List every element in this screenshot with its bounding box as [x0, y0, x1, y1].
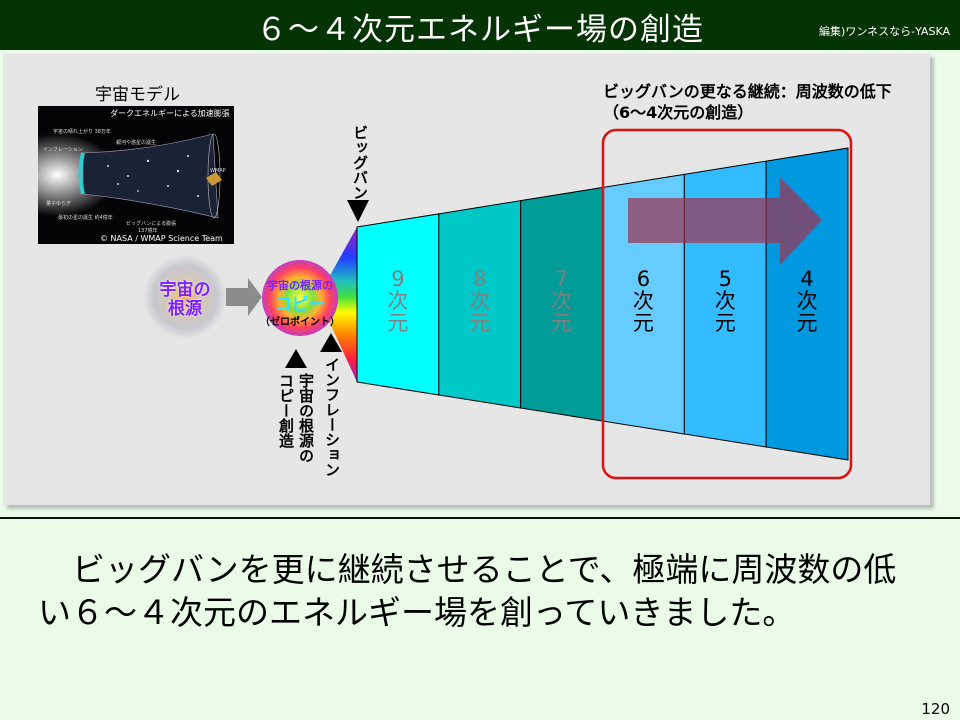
arrow-right-icon: [226, 278, 262, 316]
inflation-label: インフレーション: [323, 357, 341, 477]
photo-label: インフレーション: [43, 147, 83, 153]
dimension-unit: 次: [632, 289, 654, 313]
dimension-number: 7: [554, 267, 569, 291]
copy-sphere-bottom: （ゼロポイント）: [260, 317, 340, 328]
origin-sphere: [143, 255, 227, 339]
photo-label: 宇宙の晴れ上がり 38万年: [53, 129, 111, 135]
frequency-arrow-icon: [628, 177, 822, 265]
origin-sphere-label: 宇宙の 根源: [150, 281, 220, 319]
dimension-number: 5: [718, 267, 732, 291]
origin-line2: 根源: [168, 299, 202, 319]
photo-label: WMAP: [210, 168, 226, 174]
divider-line: [0, 517, 960, 519]
highlight-box: [601, 128, 853, 480]
copy-sphere: [262, 260, 338, 336]
dimension-unit: 元: [632, 311, 654, 335]
copy-sphere-main: コピー: [274, 295, 326, 315]
dimension-number: 8: [473, 267, 487, 291]
credit-text: 編集)ワンネスなら-YASKA: [819, 25, 950, 38]
copy-creation-label-1: 宇宙の根源の: [297, 373, 315, 463]
dimension-unit: 元: [469, 311, 491, 335]
dimension-number: 4: [800, 267, 814, 291]
continuation-subtitle: （6～4次元の創造）: [603, 103, 754, 122]
dimension-unit: 元: [714, 311, 736, 335]
copy-sphere-top: 宇宙の根源の: [267, 279, 333, 292]
big-bang-label: ビッグバン: [351, 125, 369, 200]
page-number: 120: [921, 700, 950, 718]
copy-marker-icon: [285, 349, 307, 368]
inflation-fan: [318, 227, 357, 382]
continuation-title: ビッグバンの更なる継続：周波数の低下: [603, 82, 892, 101]
big-bang-marker-icon: [347, 200, 369, 222]
universe-model-image: 宇宙の晴れ上がり 38万年 インフレーション 量子ゆらぎ 最初の星の誕生 約4億…: [38, 106, 234, 244]
dimension-unit: 次: [714, 289, 736, 313]
body-text: ビッグバンを更に継続させることで、極端に周波数の低い６～４次元のエネルギー場を創…: [38, 550, 897, 632]
slide-title: ６～４次元エネルギー場の創造: [256, 12, 704, 48]
dimension-unit: 元: [387, 311, 409, 335]
dimension-unit: 次: [469, 289, 491, 313]
dimension-unit: 次: [796, 289, 818, 313]
universe-model-label: 宇宙モデル: [95, 85, 180, 105]
photo-label: 銀河や惑星の誕生: [116, 140, 157, 146]
dimension-unit: 元: [551, 311, 573, 335]
dimension-unit: 元: [796, 311, 818, 335]
photo-label: © NASA / WMAP Science Team: [100, 234, 223, 243]
photo-label: 量子ゆらぎ: [46, 201, 72, 207]
dimension-unit: 次: [551, 289, 573, 313]
copy-creation-label-2: コピー創造: [277, 373, 295, 448]
title-bar: ６～４次元エネルギー場の創造 編集)ワンネスなら-YASKA: [0, 0, 960, 50]
photo-label: ダークエネルギーによる加速膨張: [110, 109, 230, 118]
inflation-marker-icon: [320, 333, 342, 352]
dimension-unit: 次: [387, 289, 409, 313]
dimension-number: 6: [636, 267, 651, 291]
photo-label: 最初の星の誕生 約4億年: [58, 215, 113, 221]
photo-label: ビッグバンによる膨張: [126, 221, 177, 227]
dimension-number: 9: [391, 267, 405, 291]
origin-line1: 宇宙の: [159, 280, 211, 300]
photo-label: 137億年: [138, 228, 158, 234]
universe-model-drawing: [38, 106, 234, 244]
